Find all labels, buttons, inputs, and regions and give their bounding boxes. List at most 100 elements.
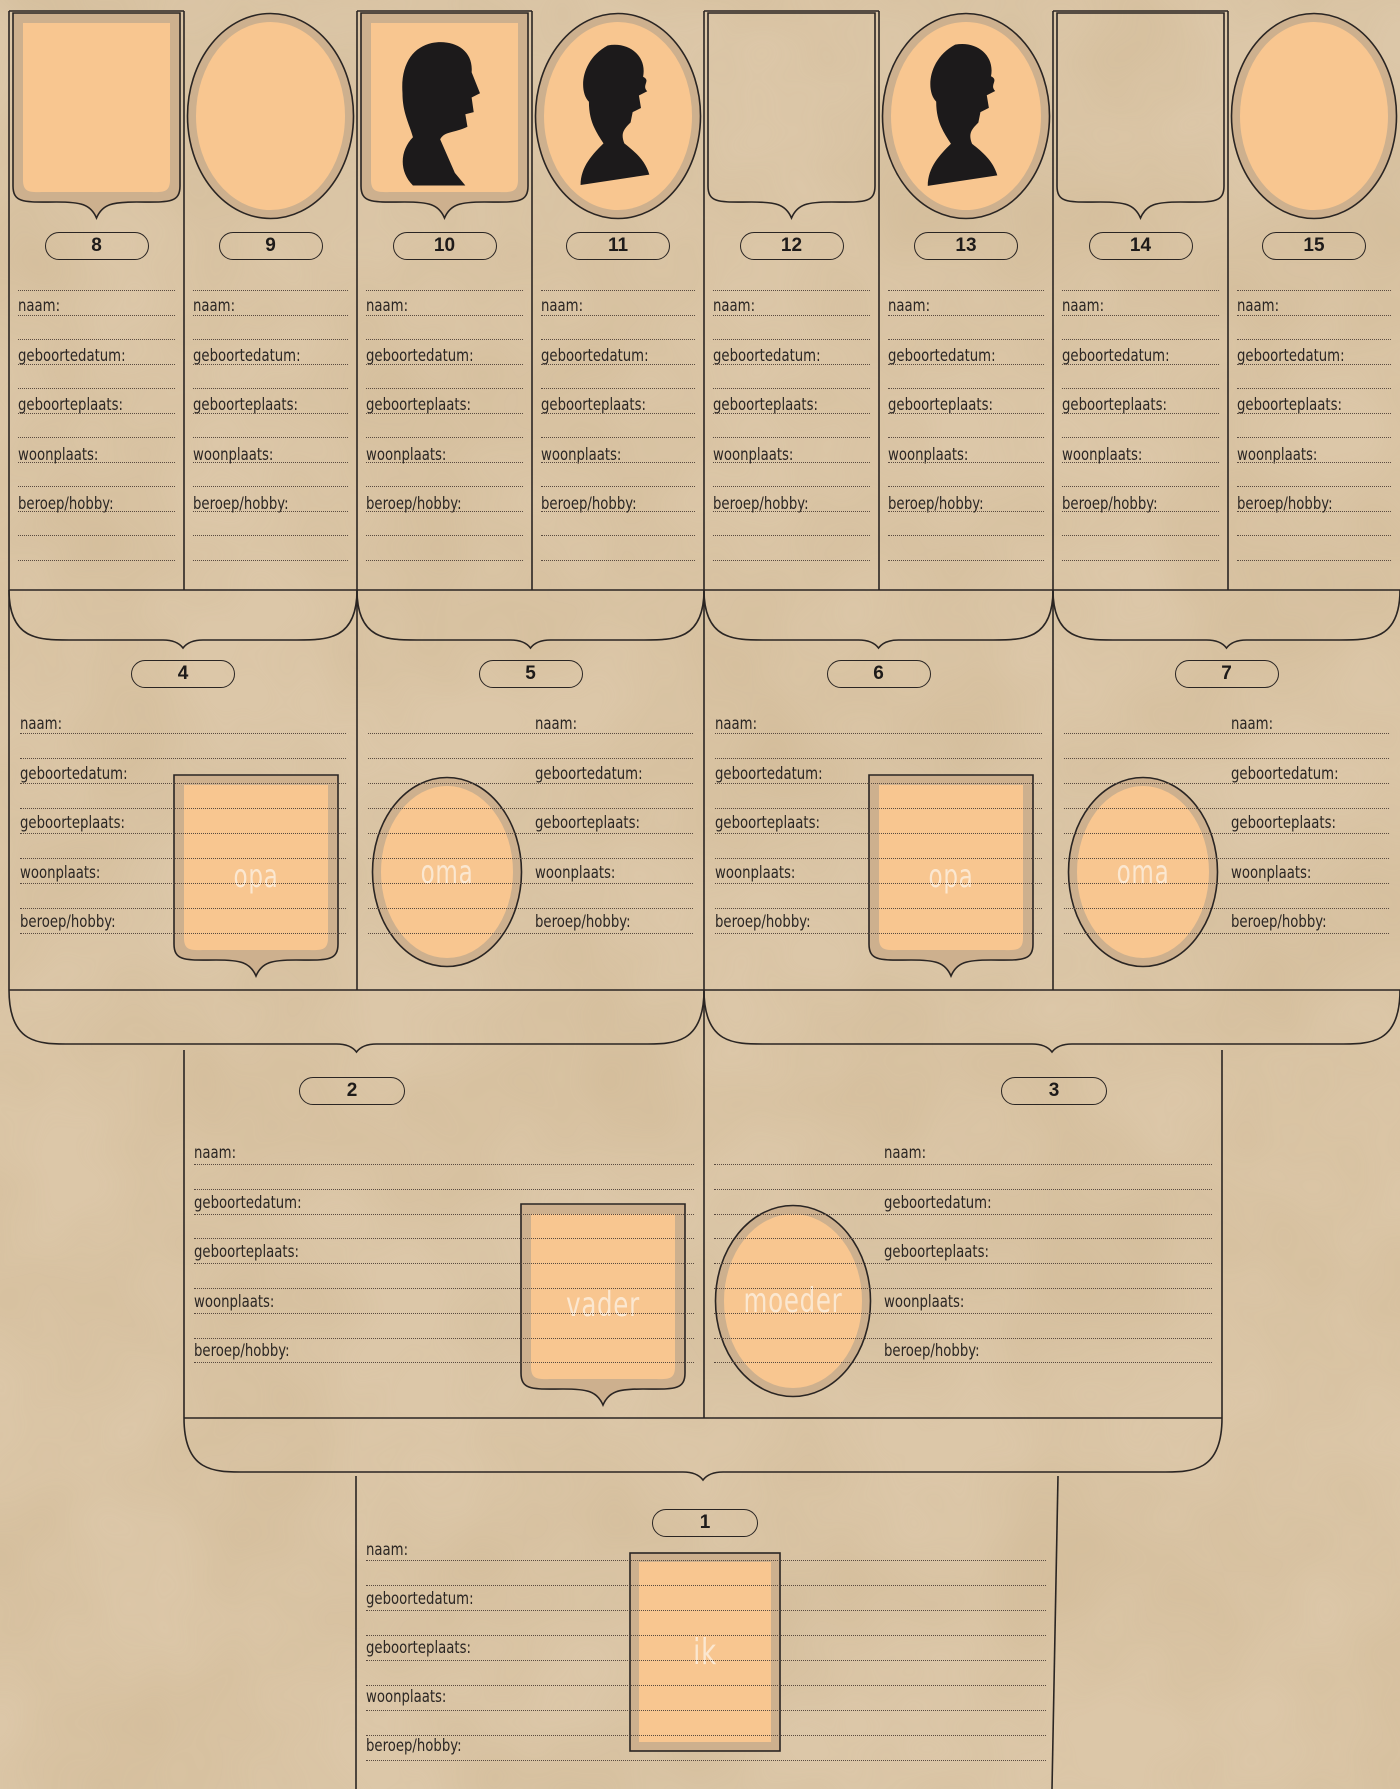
dotted-line <box>1064 758 1389 759</box>
field-label-beroep: beroep/hobby: <box>1231 912 1327 932</box>
dotted-line <box>366 511 523 512</box>
field-label-beroep: beroep/hobby: <box>715 912 811 932</box>
dotted-line <box>1237 535 1391 536</box>
dotted-line <box>541 462 695 463</box>
dotted-line <box>1237 560 1391 561</box>
dotted-line <box>1064 858 1389 859</box>
dotted-line <box>368 808 693 809</box>
dotted-line <box>714 1164 1212 1165</box>
dotted-line <box>715 833 1042 834</box>
oval-photo-frame-9 <box>186 12 355 220</box>
dotted-line <box>715 733 1042 734</box>
dotted-line <box>193 462 348 463</box>
field-label-naam: naam: <box>1062 296 1104 316</box>
dotted-line <box>366 1660 1046 1661</box>
field-label-beroep: beroep/hobby: <box>535 912 631 932</box>
field-label-geboortedatum: geboortedatum: <box>715 764 823 784</box>
dotted-line <box>1237 486 1391 487</box>
field-label-beroep: beroep/hobby: <box>884 1341 980 1361</box>
dotted-line <box>888 364 1044 365</box>
dotted-line <box>541 290 695 291</box>
dotted-line <box>193 290 348 291</box>
field-label-geboorteplaats: geboorteplaats: <box>884 1242 989 1262</box>
dotted-line <box>714 1313 1212 1314</box>
dotted-line <box>888 535 1044 536</box>
dotted-line <box>366 1760 1046 1761</box>
dotted-line <box>713 290 870 291</box>
field-label-naam: naam: <box>366 1540 408 1560</box>
dotted-line <box>20 783 346 784</box>
dotted-line <box>1064 883 1389 884</box>
dotted-line <box>888 560 1044 561</box>
dotted-line <box>715 758 1042 759</box>
dotted-line <box>18 315 175 316</box>
dotted-line <box>18 560 175 561</box>
dotted-line <box>366 1710 1046 1711</box>
dotted-line <box>193 315 348 316</box>
dotted-line <box>20 808 346 809</box>
shield-photo-frame-6: opa <box>868 774 1034 978</box>
dotted-line <box>888 388 1044 389</box>
frame-label: ik <box>650 1552 759 1752</box>
frame-label: moeder <box>736 1204 850 1398</box>
field-label-geboorteplaats: geboorteplaats: <box>20 813 125 833</box>
dotted-line <box>193 486 348 487</box>
dotted-line <box>193 511 348 512</box>
dotted-line <box>713 339 870 340</box>
dotted-line <box>541 437 695 438</box>
dotted-line <box>368 933 693 934</box>
oval-photo-frame-5: oma <box>371 776 523 968</box>
dotted-line <box>1062 315 1219 316</box>
dotted-line <box>715 858 1042 859</box>
field-label-naam: naam: <box>194 1143 236 1163</box>
field-label-woonplaats: woonplaats: <box>884 1292 964 1312</box>
number-badge: 8 <box>45 232 149 260</box>
dotted-line <box>888 462 1044 463</box>
dotted-line <box>1062 486 1219 487</box>
dotted-line <box>1062 413 1219 414</box>
frame-label: vader <box>543 1203 663 1407</box>
dotted-line <box>714 1214 1212 1215</box>
dotted-line <box>20 858 346 859</box>
dotted-line <box>194 1214 694 1215</box>
dotted-line <box>366 413 523 414</box>
dotted-line <box>366 1560 1046 1561</box>
number-badge: 13 <box>914 232 1018 260</box>
dotted-line <box>1237 462 1391 463</box>
field-label-beroep: beroep/hobby: <box>366 1736 462 1756</box>
dotted-line <box>366 437 523 438</box>
number-badge: 4 <box>131 660 235 688</box>
field-label-naam: naam: <box>18 296 60 316</box>
dotted-line <box>194 1189 694 1190</box>
dotted-line <box>541 486 695 487</box>
dotted-line <box>1062 462 1219 463</box>
dotted-line <box>714 1189 1212 1190</box>
dotted-line <box>1062 437 1219 438</box>
number-badge: 5 <box>479 660 583 688</box>
shield-photo-frame-1: ik <box>629 1552 781 1752</box>
dotted-line <box>18 290 175 291</box>
shield-frame <box>707 12 876 220</box>
oval-frame <box>186 12 355 220</box>
dotted-line <box>366 462 523 463</box>
dotted-line <box>713 364 870 365</box>
dotted-line <box>1237 364 1391 365</box>
dotted-line <box>193 535 348 536</box>
dotted-line <box>541 364 695 365</box>
frame-label: opa <box>196 774 316 978</box>
dotted-line <box>1064 933 1389 934</box>
dotted-line <box>1237 290 1391 291</box>
number-badge: 12 <box>740 232 844 260</box>
dotted-line <box>714 1288 1212 1289</box>
shield-frame <box>1056 12 1225 220</box>
oval-photo-frame-3: moeder <box>714 1204 872 1398</box>
dotted-line <box>541 511 695 512</box>
woman-profile-icon <box>566 31 670 193</box>
frame-label: opa <box>891 774 1011 978</box>
dotted-line <box>20 908 346 909</box>
dotted-line <box>714 1362 1212 1363</box>
field-label-woonplaats: woonplaats: <box>715 863 795 883</box>
dotted-line <box>366 290 523 291</box>
field-label-naam: naam: <box>888 296 930 316</box>
shield-frame <box>12 12 181 220</box>
